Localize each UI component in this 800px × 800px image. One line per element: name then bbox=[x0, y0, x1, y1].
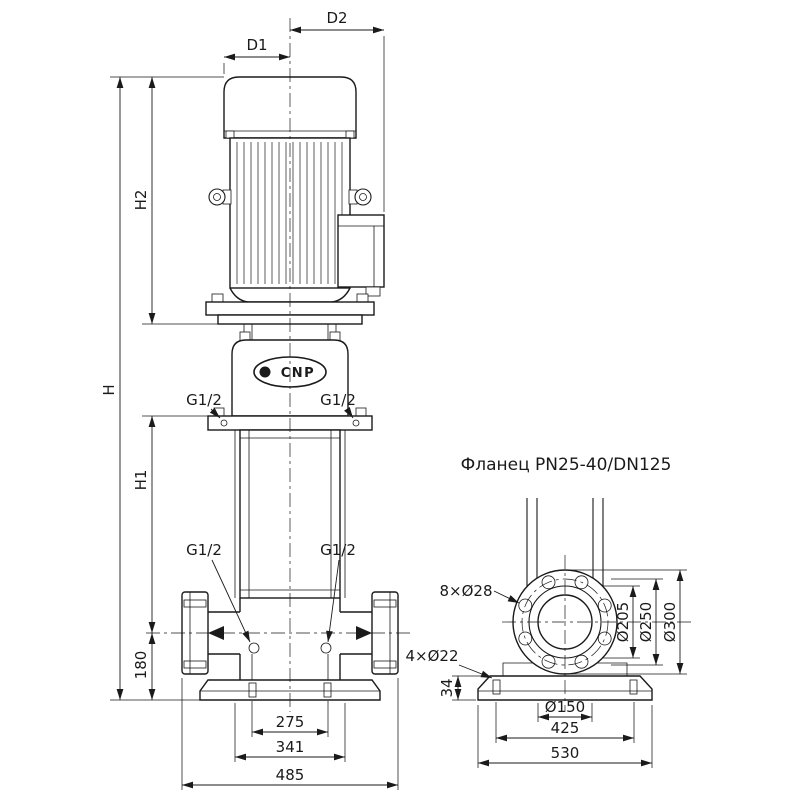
dim-label-d1: D1 bbox=[246, 36, 267, 54]
motor-fins bbox=[236, 142, 343, 284]
port-pipes bbox=[208, 611, 372, 655]
logo-text: CNP bbox=[281, 366, 315, 381]
label-base-holes: 4×Ø22 bbox=[405, 647, 458, 665]
port-label-top-right: G1/2 bbox=[320, 391, 356, 409]
dim-label-485: 485 bbox=[276, 766, 305, 784]
dim-label-h: H bbox=[100, 384, 118, 395]
dimension-425: 425 bbox=[495, 702, 635, 743]
dim-label-h2: H2 bbox=[132, 190, 150, 211]
flange-base bbox=[477, 662, 653, 701]
dimension-h: H bbox=[100, 77, 200, 701]
terminal-box bbox=[337, 214, 385, 297]
fan-cover bbox=[223, 76, 357, 139]
dimension-341: 341 bbox=[234, 703, 346, 762]
motor-bolt-left bbox=[211, 293, 224, 303]
lifting-eye-right bbox=[348, 188, 372, 206]
port-labels: G1/2 G1/2 G1/2 G1/2 bbox=[186, 391, 356, 643]
label-bolt-holes: 8×Ø28 bbox=[439, 582, 492, 600]
base-hole-right bbox=[629, 679, 638, 695]
dim-label-180: 180 bbox=[132, 651, 150, 680]
lifting-eye-left bbox=[208, 188, 232, 206]
pipe-column bbox=[526, 498, 604, 587]
flange-view-title: Фланец PN25-40/DN125 bbox=[461, 455, 672, 475]
motor-bolt-right bbox=[356, 293, 369, 303]
flange-detail-view: Фланец PN25-40/DN125 bbox=[405, 455, 692, 768]
dim-label-275: 275 bbox=[276, 713, 305, 731]
dimension-d2: D2 bbox=[290, 9, 385, 212]
flange-bolt-holes bbox=[518, 575, 612, 669]
base-hole-left bbox=[492, 679, 501, 695]
dim-label-h1: H1 bbox=[132, 470, 150, 491]
dimension-180: 180 bbox=[132, 633, 156, 700]
dimension-485: 485 bbox=[181, 678, 399, 790]
dimension-275: 275 bbox=[251, 701, 329, 737]
dim-label-341: 341 bbox=[276, 738, 305, 756]
dimension-h2: H2 bbox=[110, 76, 224, 325]
callout-base-holes: 4×Ø22 bbox=[405, 647, 493, 679]
dim-label-530: 530 bbox=[551, 744, 580, 762]
pump-front-view: CNP bbox=[100, 9, 412, 790]
dimension-34: 34 bbox=[438, 675, 488, 701]
drain-plug-right bbox=[320, 642, 332, 654]
logo-mark-icon bbox=[259, 366, 271, 378]
port-label-drain-right: G1/2 bbox=[320, 541, 356, 559]
dim-label-425: 425 bbox=[551, 719, 580, 737]
dim-label-d2: D2 bbox=[326, 9, 347, 27]
foot-hole-left bbox=[248, 682, 257, 698]
port-label-top-left: G1/2 bbox=[186, 391, 222, 409]
motor bbox=[205, 76, 385, 325]
vent-port-right bbox=[352, 419, 360, 427]
tie-rods bbox=[234, 430, 346, 598]
vent-port-left bbox=[220, 419, 228, 427]
drain-plug-left bbox=[248, 642, 260, 654]
dimension-530: 530 bbox=[477, 705, 653, 768]
dimension-d1: D1 bbox=[223, 36, 290, 74]
dim-label-34: 34 bbox=[438, 678, 456, 697]
port-label-drain-left: G1/2 bbox=[186, 541, 222, 559]
dimension-h1: H1 bbox=[132, 415, 208, 633]
callout-bolt-holes: 8×Ø28 bbox=[439, 582, 520, 604]
foot-hole-right bbox=[323, 682, 332, 698]
